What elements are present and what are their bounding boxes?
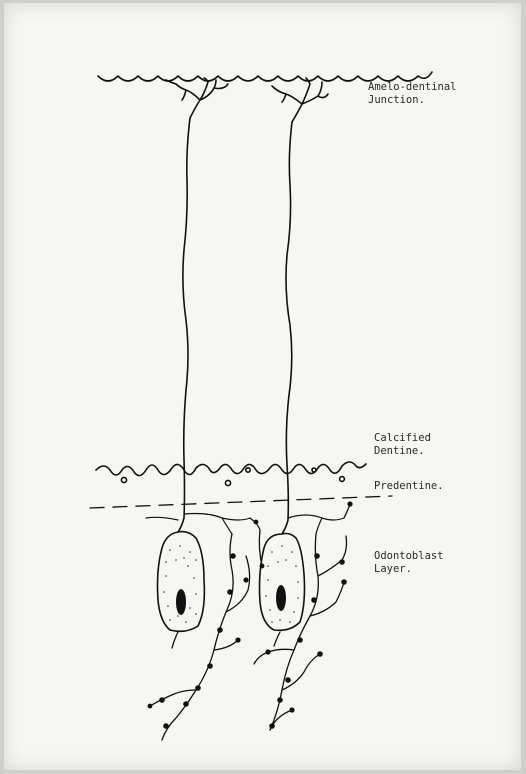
amelo-dentinal-junction-line [98,72,432,81]
nerve-varicosities [148,501,353,728]
odontoblast-label-line1: Odontoblast [374,550,444,563]
left-cell-nucleus [176,589,186,615]
calcospherite [121,477,126,482]
amelo-label-line1: Amelo-dentinal [368,81,457,94]
left-process-connection [178,518,184,532]
odontoblast-label-line2: Layer. [374,563,444,576]
right-cell-nucleus [276,585,286,611]
right-process-connection [282,520,288,534]
predentine-branches [146,514,344,535]
calcospherite [312,468,316,472]
calcospherite [246,468,250,472]
predentine-label: Predentine. [374,480,444,493]
calcified-label-line2: Dentine. [374,445,431,458]
calcified-label-line1: Calcified [374,432,431,445]
predentine-dashed-line [90,496,392,508]
calcified-dentine-label: Calcified Dentine. [374,432,431,458]
nerve-fibres [150,504,350,740]
calcified-dentine-line [96,462,366,476]
calcospherite [225,480,230,485]
amelo-dentinal-junction-label: Amelo-dentinal Junction. [368,81,457,107]
odontoblast-layer-label: Odontoblast Layer. [374,550,444,576]
right-tubule-branches [272,78,328,122]
calcospherite [340,477,345,482]
left-tubule-branches [166,78,228,118]
amelo-label-line2: Junction. [368,94,457,107]
left-odontoblast-cell [158,532,205,632]
right-dentinal-tubule [286,122,292,520]
left-dentinal-tubule [183,118,190,518]
predentine-label-line1: Predentine. [374,480,444,493]
